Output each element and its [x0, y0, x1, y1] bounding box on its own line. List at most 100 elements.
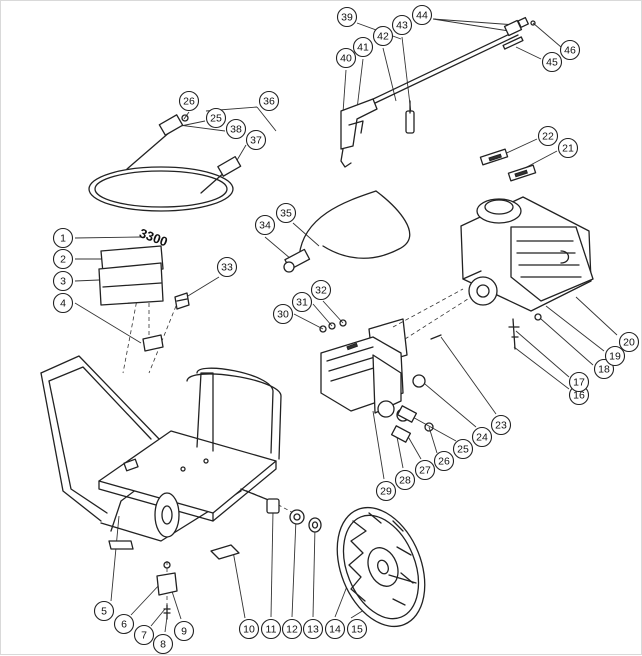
callout-8: 8	[152, 633, 174, 655]
callout-circle	[375, 480, 397, 502]
callout-25: 25	[452, 438, 474, 460]
callout-43: 43	[391, 14, 413, 36]
callout-number: 34	[259, 220, 271, 232]
callout-number: 29	[380, 486, 392, 498]
callout-number: 5	[101, 606, 107, 618]
callout-number: 17	[573, 377, 585, 389]
callout-circle	[302, 618, 324, 640]
callout-circle	[324, 618, 346, 640]
callout-1: 1	[52, 227, 74, 249]
callout-number: 36	[263, 96, 275, 108]
callout-circle	[433, 450, 455, 472]
callout-circle	[471, 426, 493, 448]
callout-number: 35	[280, 208, 292, 220]
callout-7: 7	[133, 624, 155, 646]
callout-circle	[568, 371, 590, 393]
callout-circle	[541, 51, 563, 73]
callout-circle	[225, 118, 247, 140]
callout-number: 23	[495, 420, 507, 432]
high-pressure-hose	[88, 114, 242, 212]
callout-circle	[372, 25, 394, 47]
callout-number: 8	[160, 639, 166, 651]
callout-circle	[93, 600, 115, 622]
callout-circle	[452, 438, 474, 460]
callout-22: 22	[537, 125, 559, 147]
callout-number: 2	[60, 254, 66, 266]
pump-assembly	[319, 318, 442, 443]
callout-circle	[335, 47, 357, 69]
callout-circle	[557, 137, 579, 159]
callout-number: 19	[609, 351, 621, 363]
callout-number: 15	[351, 624, 363, 636]
callout-36: 36	[258, 90, 280, 112]
callout-5: 5	[93, 600, 115, 622]
callout-circle	[245, 129, 267, 151]
callout-circle	[152, 633, 174, 655]
callout-number: 4	[60, 298, 66, 310]
frame-foot	[156, 561, 178, 620]
callout-number: 13	[307, 624, 319, 636]
callout-circle	[310, 279, 332, 301]
callout-circle	[275, 202, 297, 224]
callout-33: 33	[216, 256, 238, 278]
callout-number: 25	[457, 444, 469, 456]
callout-3: 3	[52, 270, 74, 292]
callout-number: 10	[243, 624, 255, 636]
cart-frame	[40, 355, 282, 560]
callout-number: 7	[141, 630, 147, 642]
callout-46: 46	[559, 39, 581, 61]
callout-15: 15	[346, 618, 368, 640]
callout-circle	[173, 620, 195, 642]
callout-circle	[346, 618, 368, 640]
callout-4: 4	[52, 292, 74, 314]
callout-number: 45	[546, 57, 558, 69]
callout-circle	[559, 39, 581, 61]
callout-6: 6	[113, 613, 135, 635]
callout-number: 32	[315, 285, 327, 297]
callout-44: 44	[411, 4, 433, 26]
callout-number: 44	[416, 10, 428, 22]
callout-number: 39	[341, 12, 353, 24]
callout-circle	[238, 618, 260, 640]
callout-30: 30	[272, 303, 294, 325]
callout-number: 16	[573, 390, 585, 402]
callout-11: 11	[260, 618, 282, 640]
callout-20: 20	[618, 331, 640, 353]
callout-number: 1	[60, 233, 66, 245]
callout-circle	[272, 303, 294, 325]
callout-circle	[258, 90, 280, 112]
callout-number: 3	[60, 276, 66, 288]
callout-circle	[113, 613, 135, 635]
callout-circle	[216, 256, 238, 278]
callout-45: 45	[541, 51, 563, 73]
callout-number: 37	[250, 135, 262, 147]
callout-number: 33	[221, 262, 233, 274]
callout-37: 37	[245, 129, 267, 151]
callout-40: 40	[335, 47, 357, 69]
callout-circle	[352, 36, 374, 58]
chemical-hose	[283, 190, 411, 273]
callout-circle	[394, 469, 416, 491]
callout-12: 12	[281, 618, 303, 640]
callout-number: 22	[542, 131, 554, 143]
callout-2: 2	[52, 248, 74, 270]
callout-9: 9	[173, 620, 195, 642]
callout-13: 13	[302, 618, 324, 640]
callout-number: 12	[286, 624, 298, 636]
callout-29: 29	[375, 480, 397, 502]
callout-number: 28	[399, 475, 411, 487]
callout-21: 21	[557, 137, 579, 159]
callout-number: 30	[277, 309, 289, 321]
callout-28: 28	[394, 469, 416, 491]
callout-17: 17	[568, 371, 590, 393]
callout-circle	[291, 291, 313, 313]
callout-circle	[336, 6, 358, 28]
callout-10: 10	[238, 618, 260, 640]
callout-circle	[52, 292, 74, 314]
callout-circle	[411, 4, 433, 26]
callout-number: 42	[377, 31, 389, 43]
callout-circle	[133, 624, 155, 646]
callout-32: 32	[310, 279, 332, 301]
model-number-label: 3300	[137, 225, 169, 249]
